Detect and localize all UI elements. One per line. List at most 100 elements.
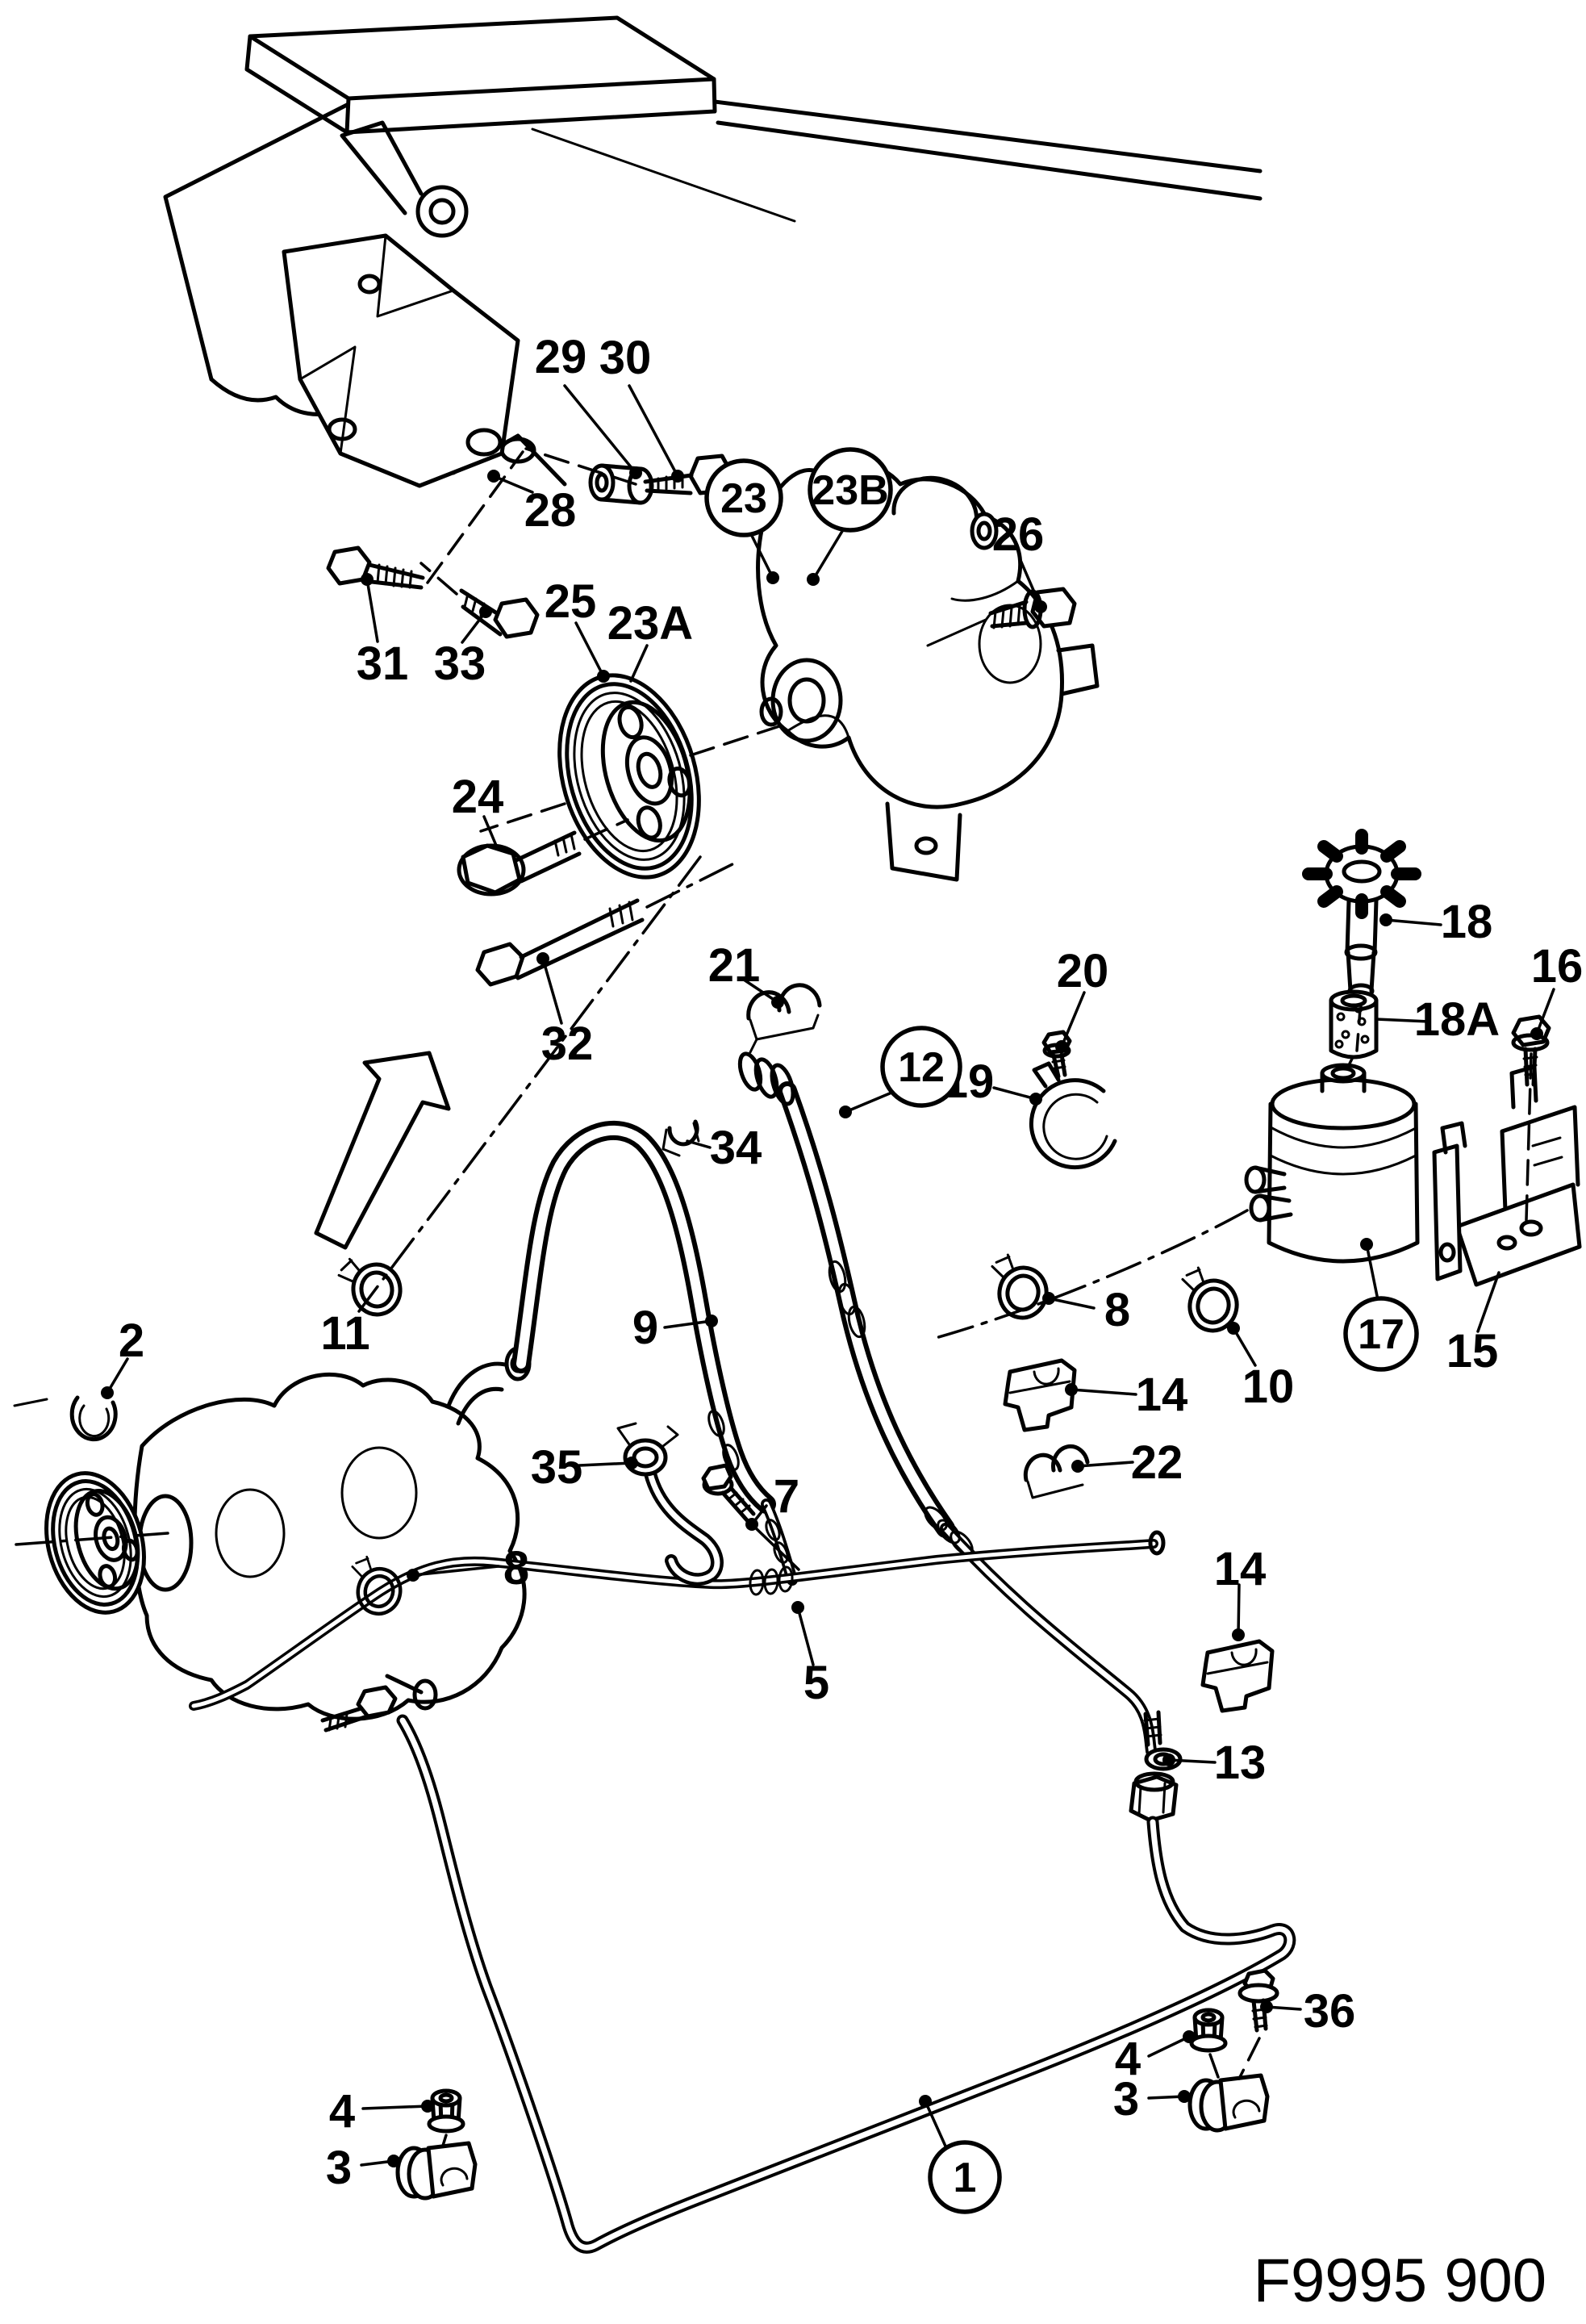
o-ring — [13, 1395, 118, 1442]
hose-clamp-band — [1029, 1061, 1117, 1170]
leader-dot — [766, 571, 779, 584]
steel-pipe-loop — [396, 1714, 1296, 2254]
leader-line — [1384, 918, 1442, 926]
pump-axis-line — [15, 1532, 169, 1546]
leader-line — [106, 1357, 129, 1394]
part-number-1: 1 — [954, 2155, 977, 2201]
leader-line — [1232, 1327, 1257, 1367]
return-hose — [511, 1120, 798, 1586]
leader-dot — [387, 2155, 400, 2167]
nut — [427, 2088, 465, 2158]
part-number-7: 7 — [774, 1470, 799, 1523]
assembly-axis-line — [357, 855, 702, 1313]
leader-line — [492, 474, 534, 494]
part-number-14: 14 — [1136, 1369, 1188, 1421]
balloon-23 — [704, 458, 783, 537]
part-number-29: 29 — [535, 331, 587, 383]
leader-dot — [807, 573, 820, 586]
leader-dot — [361, 573, 374, 586]
part-number-32: 32 — [541, 1018, 594, 1070]
hose-clip — [746, 983, 822, 1054]
part-number-5: 5 — [803, 1657, 829, 1709]
leader-line — [1476, 1271, 1500, 1333]
leader-line — [1375, 1018, 1431, 1023]
pulley-axis-line — [479, 725, 781, 833]
balloon-23B — [808, 447, 893, 533]
leader-line — [574, 621, 605, 678]
leader-line — [686, 1139, 712, 1149]
pump-bracket — [282, 233, 520, 488]
screw — [701, 1463, 756, 1523]
leader-dot — [771, 996, 784, 1009]
part-number-4: 4 — [329, 2085, 355, 2138]
part-number-23: 23 — [720, 475, 767, 522]
leader-line — [361, 2105, 429, 2110]
leader-dot — [407, 1569, 419, 1582]
leader-line — [1147, 2035, 1191, 2058]
leader-dot — [839, 1106, 852, 1118]
leader-dot — [1029, 1093, 1042, 1106]
pipe-bracket — [1203, 1641, 1272, 1711]
leader-dot — [1071, 1460, 1084, 1473]
hose-clip — [1023, 1444, 1090, 1499]
balloon-17 — [1343, 1296, 1419, 1372]
part-number-23A: 23A — [607, 597, 693, 650]
reservoir-cap — [1302, 829, 1421, 1052]
leader-dot — [671, 470, 684, 483]
hose-clip — [662, 1119, 700, 1157]
leader-line — [796, 1606, 815, 1666]
part-number-33: 33 — [434, 637, 486, 690]
engine-block — [163, 15, 1263, 487]
leader-line — [1365, 1243, 1379, 1302]
part-number-21: 21 — [708, 939, 761, 992]
pump-pulley — [557, 673, 701, 880]
leader-line — [578, 1461, 633, 1467]
leader-dot — [1379, 913, 1392, 926]
balloon-1 — [928, 2140, 1002, 2214]
steel-pipe-5 — [189, 1530, 1166, 1711]
part-number-4: 4 — [1115, 2033, 1141, 2085]
bolt — [926, 587, 1077, 647]
leader-dot — [625, 1457, 638, 1469]
leader-line — [1070, 1388, 1137, 1396]
leader-dot — [421, 2100, 434, 2113]
part-number-20: 20 — [1057, 945, 1109, 997]
leader-dot — [101, 1386, 114, 1399]
leader-line — [992, 1086, 1037, 1101]
part-number-14: 14 — [1214, 1543, 1267, 1595]
leader-line — [924, 2100, 949, 2151]
leader-dot — [1055, 1040, 1068, 1053]
leader-dot — [479, 605, 492, 618]
leader-line — [365, 578, 379, 643]
part-number-31: 31 — [357, 637, 409, 690]
reservoir-hose-axis — [934, 1209, 1249, 1340]
leader-dot — [1227, 1322, 1240, 1335]
bolt — [326, 450, 524, 590]
balloon-12 — [880, 1026, 962, 1108]
part-number-36: 36 — [1304, 1985, 1356, 2038]
part-number-15: 15 — [1446, 1325, 1499, 1377]
reservoir-bracket — [1432, 1052, 1582, 1287]
leader-line — [1047, 1297, 1096, 1310]
leader-line — [1060, 991, 1086, 1048]
part-number-8: 8 — [1104, 1284, 1130, 1336]
spacer — [588, 463, 654, 505]
leader-line — [1076, 1461, 1134, 1468]
leader-line — [1237, 1583, 1241, 1636]
leader-dot — [597, 670, 610, 683]
fluid-reservoir — [1244, 1063, 1420, 1264]
grommet-clamp — [1187, 2073, 1270, 2133]
bolt — [475, 859, 742, 987]
part-number-17: 17 — [1358, 1311, 1404, 1358]
part-number-18A: 18A — [1414, 993, 1500, 1046]
leader-dot — [1178, 2090, 1191, 2103]
leader-line — [1535, 988, 1555, 1035]
leader-dot — [1162, 1753, 1175, 1766]
part-number-16: 16 — [1531, 940, 1584, 993]
reservoir-filter — [1329, 989, 1379, 1070]
leader-line — [541, 957, 563, 1025]
screw — [1237, 1968, 1279, 2080]
clamp-with-strap — [616, 1422, 724, 1586]
union-fitting — [1129, 1710, 1183, 1823]
